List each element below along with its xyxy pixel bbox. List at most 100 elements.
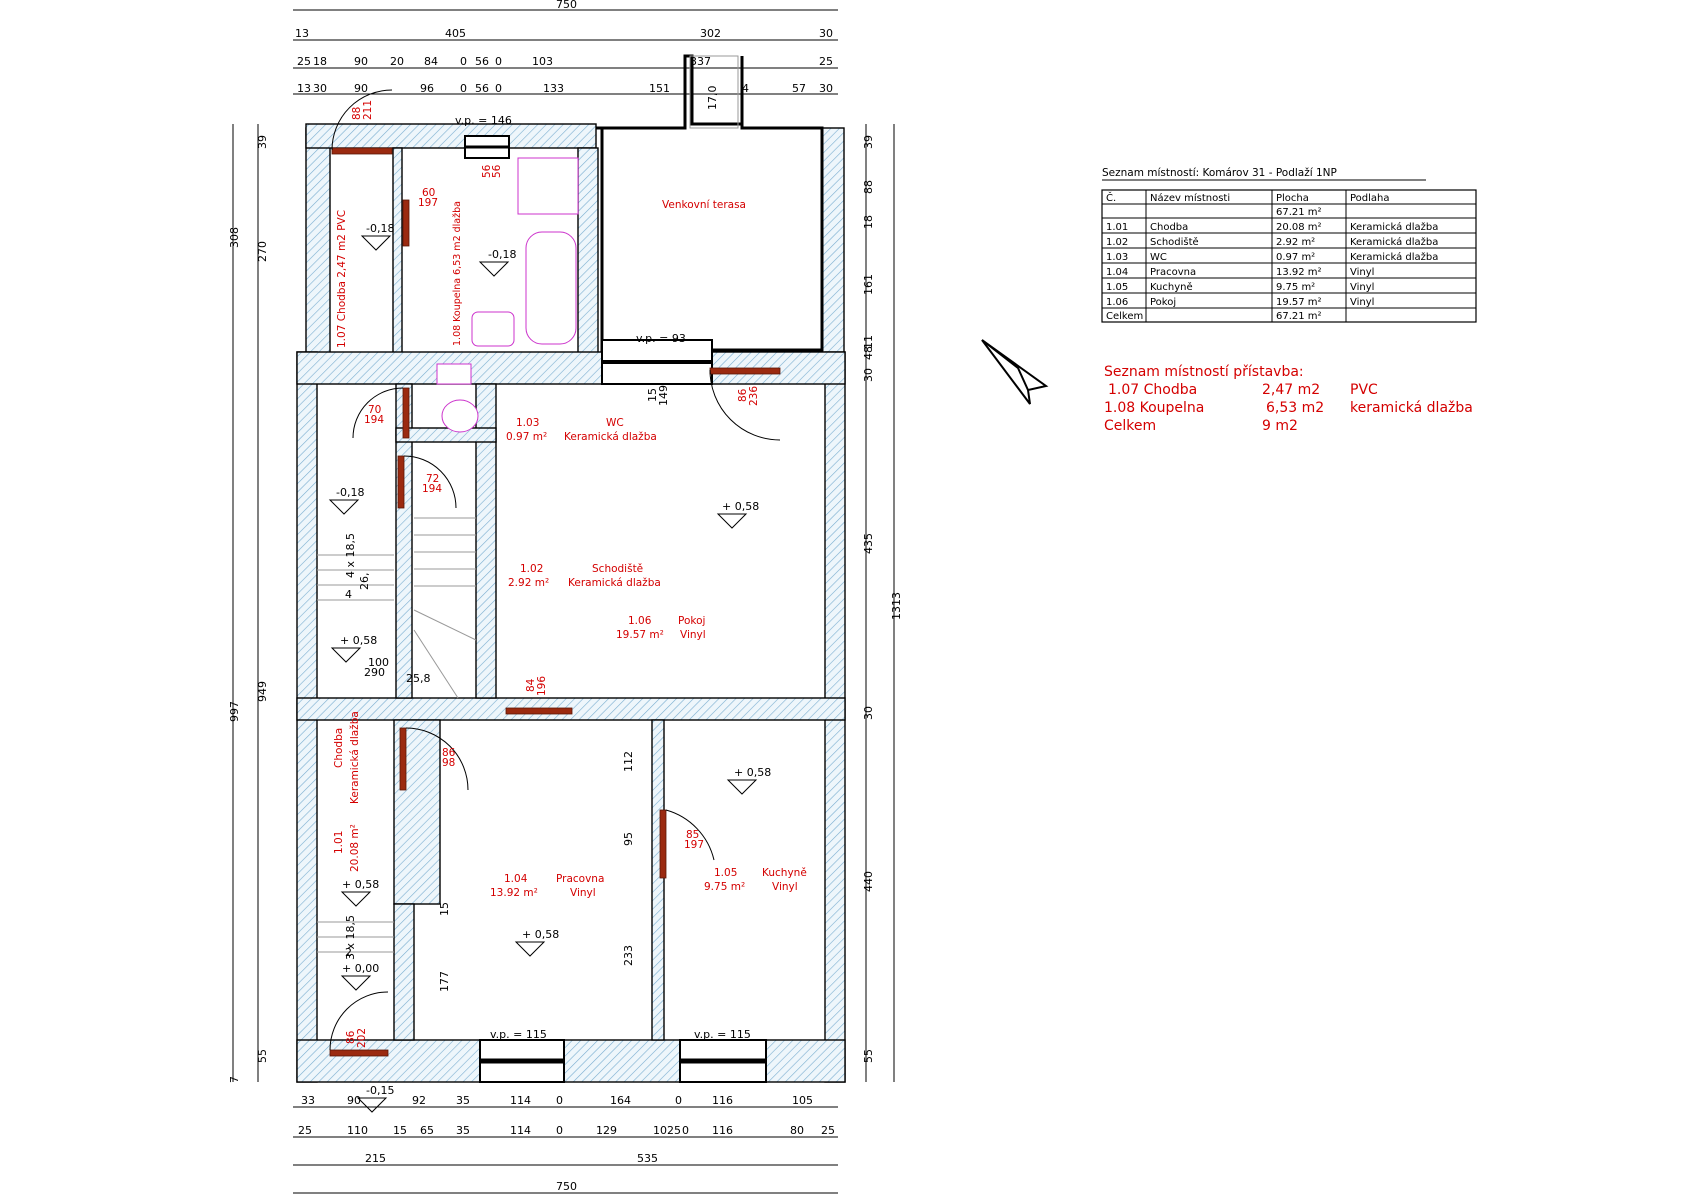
- dim-right: 435: [862, 533, 875, 554]
- level-label: -0,18: [336, 486, 364, 499]
- wall-stair-right: [475, 383, 497, 699]
- dim-top-row2: 20: [390, 55, 404, 68]
- table-title: Seznam místností: Komárov 31 - Podlaží 1…: [1102, 167, 1337, 179]
- level-label: -0,15: [366, 1084, 394, 1097]
- dim-right: 48: [862, 346, 875, 360]
- wc-tank-icon: [436, 363, 472, 385]
- inner-dim: 95: [622, 832, 635, 846]
- table-cell: Vinyl: [1350, 282, 1374, 293]
- room-1-05-num: 1.05: [714, 867, 737, 879]
- dim-top-row3: 57: [792, 82, 806, 95]
- room-table: Seznam místností: Komárov 31 - Podlaží 1…: [1101, 167, 1477, 323]
- wall-wc: [395, 427, 497, 443]
- stair-label: 17,0: [706, 86, 719, 111]
- table-cell: 2.92 m²: [1276, 237, 1315, 248]
- dim-bottom-row1: 114: [510, 1094, 531, 1107]
- inner-dim: 177: [438, 971, 451, 992]
- level-label: -0,18: [488, 248, 516, 261]
- dim-right: 18: [862, 215, 875, 229]
- annex-cell: PVC: [1350, 382, 1378, 398]
- table-header: Název místnosti: [1150, 192, 1230, 204]
- table-cell: 0.97 m²: [1276, 252, 1315, 263]
- level-label: + 0,58: [342, 878, 379, 891]
- door-label: 56: [491, 164, 503, 178]
- dim-left: 308: [228, 227, 241, 248]
- inner-dim: 15: [646, 388, 659, 402]
- room-1-02-area: 2.92 m²: [508, 577, 549, 589]
- stair-label: 4 x 18,5: [344, 533, 357, 578]
- annex-cell: 6,53 m2: [1266, 400, 1324, 416]
- level-label: + 0,58: [522, 928, 559, 941]
- door-label: 211: [362, 100, 374, 120]
- door-label: 84: [525, 678, 537, 692]
- level-label: + 0,58: [340, 634, 377, 647]
- north-arrow-icon: [981, 339, 1049, 405]
- level-label: + 0,00: [342, 962, 379, 975]
- terrace-steps: [689, 55, 739, 129]
- door-label: 236: [748, 386, 760, 406]
- stair-label: 3 x 18,5: [344, 915, 357, 960]
- door-label: 56: [481, 164, 493, 178]
- annex-cell: 1.07 Chodba: [1108, 382, 1197, 398]
- door-label: 194: [364, 414, 384, 426]
- wall-bath-right: [577, 147, 599, 354]
- dim-top-row3: 30: [819, 82, 833, 95]
- dim-left: 55: [256, 1049, 269, 1063]
- room-1-06-name: Pokoj: [678, 615, 705, 627]
- dim-top-row3: 96: [420, 82, 434, 95]
- bathtub-icon: [525, 231, 577, 345]
- table-cell: 1.05: [1106, 282, 1128, 293]
- dim-top-row2: 56: [475, 55, 489, 68]
- dim-left: 7: [228, 1076, 241, 1083]
- room-1-06-num: 1.06: [628, 615, 652, 627]
- table-cell: Kuchyně: [1150, 281, 1193, 293]
- table-cell: Vinyl: [1350, 297, 1374, 308]
- table-cell: 20.08 m²: [1276, 222, 1322, 233]
- dim-top-row3: 151: [649, 82, 670, 95]
- dim-bottom-row1: 164: [610, 1094, 631, 1107]
- wall-chodba-right: [393, 903, 415, 1041]
- dim-right: 161: [862, 274, 875, 295]
- room-1-08-label: 1.08 Koupelna 6,53 m2 dlažba: [452, 201, 463, 346]
- table-cell: Pracovna: [1150, 267, 1196, 278]
- door-label: 98: [442, 757, 455, 769]
- room-1-04-name: Pracovna: [556, 873, 604, 885]
- dim-top-row3: 0: [460, 82, 467, 95]
- dim-top-row2: 337: [690, 55, 711, 68]
- table-cell: 1.04: [1106, 267, 1128, 278]
- table-cell: 1.06: [1106, 297, 1128, 308]
- inner-dim: 149: [657, 385, 670, 406]
- door-label: 197: [684, 839, 704, 851]
- dim-bottom-row2: 129: [596, 1124, 617, 1137]
- door-label: 194: [422, 483, 442, 495]
- dim-top-row2: 84: [424, 55, 438, 68]
- table-header: Č.: [1106, 191, 1116, 204]
- dim-bottom-row1: 33: [301, 1094, 315, 1107]
- table-cell: Chodba: [1150, 222, 1188, 233]
- annex-cell: 2,47 m2: [1262, 382, 1320, 398]
- dim-top-row2: 0: [495, 55, 502, 68]
- wall-annex-top: [305, 123, 597, 149]
- dim-bottom-total: 750: [556, 1180, 577, 1193]
- door-label: 197: [418, 197, 438, 209]
- level-label: + 0,58: [722, 500, 759, 513]
- dim-left: 270: [256, 241, 269, 262]
- dim-bottom-row1: 116: [712, 1094, 733, 1107]
- dim-bottom-row2: 65: [420, 1124, 434, 1137]
- inner-dim: 112: [622, 751, 635, 772]
- dim-top-row3: 4: [742, 82, 749, 95]
- room-1-01-floor: Keramická dlažba: [349, 711, 361, 804]
- dim-top-row2: 18: [313, 55, 327, 68]
- annex-list: Seznam místností přístavba: 1.07 Chodba …: [1104, 364, 1473, 434]
- wall-annex-left: [305, 127, 331, 354]
- dim-left: 997: [228, 701, 241, 722]
- dim-top-main: 30: [819, 27, 833, 40]
- dim-top-row2: 103: [532, 55, 553, 68]
- washbasin-icon: [471, 311, 515, 347]
- dim-bottom-row3: 215: [365, 1152, 386, 1165]
- dim-bottom-row2: 1025: [653, 1124, 681, 1137]
- level-label: + 0,58: [734, 766, 771, 779]
- dim-top-row3: 13: [297, 82, 311, 95]
- table-cell: 9.75 m²: [1276, 282, 1315, 293]
